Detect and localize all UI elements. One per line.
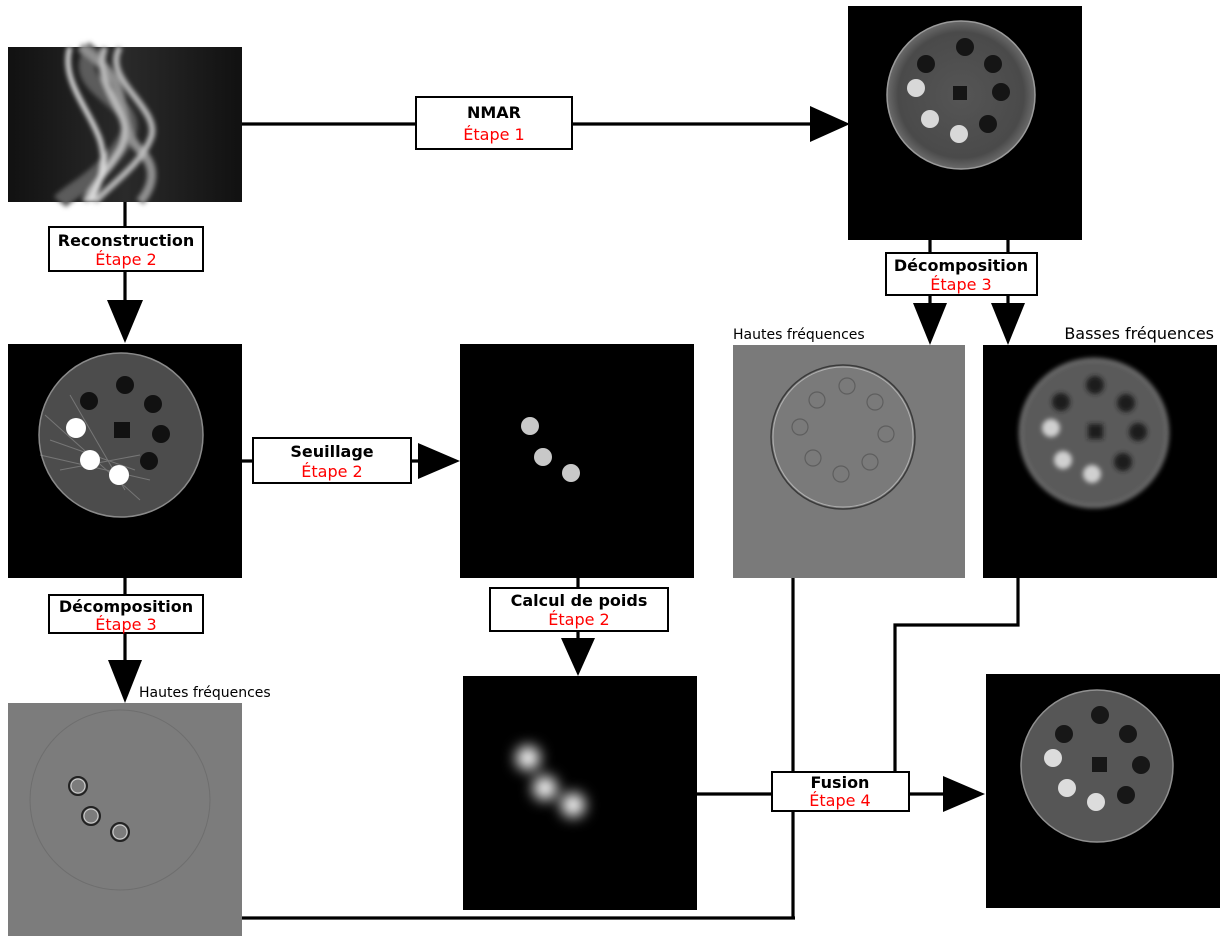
step-nmar-title: NMAR [467, 103, 521, 122]
step-nmar: NMAR Étape 1 [415, 96, 573, 150]
step-decomposition-left-label: Étape 3 [95, 615, 156, 634]
arrowhead-to-lowfreq [991, 303, 1025, 345]
step-calcul-poids-label: Étape 2 [548, 610, 609, 629]
label-original-high-freq: Hautes fréquences [139, 685, 271, 701]
arrowhead-to-weights [561, 638, 595, 676]
step-reconstruction: Reconstruction Étape 2 [48, 226, 204, 272]
step-decomposition-left-title: Décomposition [59, 597, 193, 616]
step-decomposition-left: Décomposition Étape 3 [48, 594, 204, 634]
arrowhead-to-fused [943, 776, 985, 812]
arrowheads [107, 106, 1025, 812]
step-seuillage-title: Seuillage [290, 442, 373, 461]
arrowhead-to-orig-hf [108, 660, 142, 703]
step-nmar-label: Étape 1 [463, 125, 524, 144]
step-fusion-label: Étape 4 [809, 791, 870, 810]
step-reconstruction-title: Reconstruction [58, 231, 195, 250]
arrowhead-to-nmar-hf [913, 303, 947, 345]
weights-image [463, 676, 697, 910]
nmar-image [848, 6, 1082, 240]
fused-image [986, 674, 1220, 908]
reconstruction-image [8, 344, 242, 578]
threshold-image [460, 344, 694, 578]
arrowhead-to-threshold [418, 443, 460, 479]
sinogram-image [8, 41, 242, 208]
label-nmar-low-freq: Basses fréquences [1064, 324, 1214, 343]
arrowhead-to-nmar [810, 106, 850, 142]
step-reconstruction-label: Étape 2 [95, 250, 156, 269]
step-calcul-poids: Calcul de poids Étape 2 [489, 587, 669, 632]
step-fusion-title: Fusion [811, 773, 870, 792]
original-high-freq-image [8, 703, 242, 936]
step-fusion: Fusion Étape 4 [771, 771, 910, 812]
nmar-high-freq-image [733, 345, 965, 578]
arrowhead-to-recon [107, 300, 143, 343]
step-decomposition-top: Décomposition Étape 3 [885, 252, 1038, 296]
label-nmar-high-freq: Hautes fréquences [733, 327, 865, 343]
low-freq-image [983, 345, 1217, 578]
line-lowfreq-to-fusion [893, 578, 1020, 775]
step-calcul-poids-title: Calcul de poids [511, 591, 648, 610]
step-decomposition-top-title: Décomposition [894, 256, 1028, 275]
step-seuillage: Seuillage Étape 2 [252, 437, 412, 484]
step-decomposition-top-label: Étape 3 [930, 275, 991, 294]
step-seuillage-label: Étape 2 [301, 462, 362, 481]
